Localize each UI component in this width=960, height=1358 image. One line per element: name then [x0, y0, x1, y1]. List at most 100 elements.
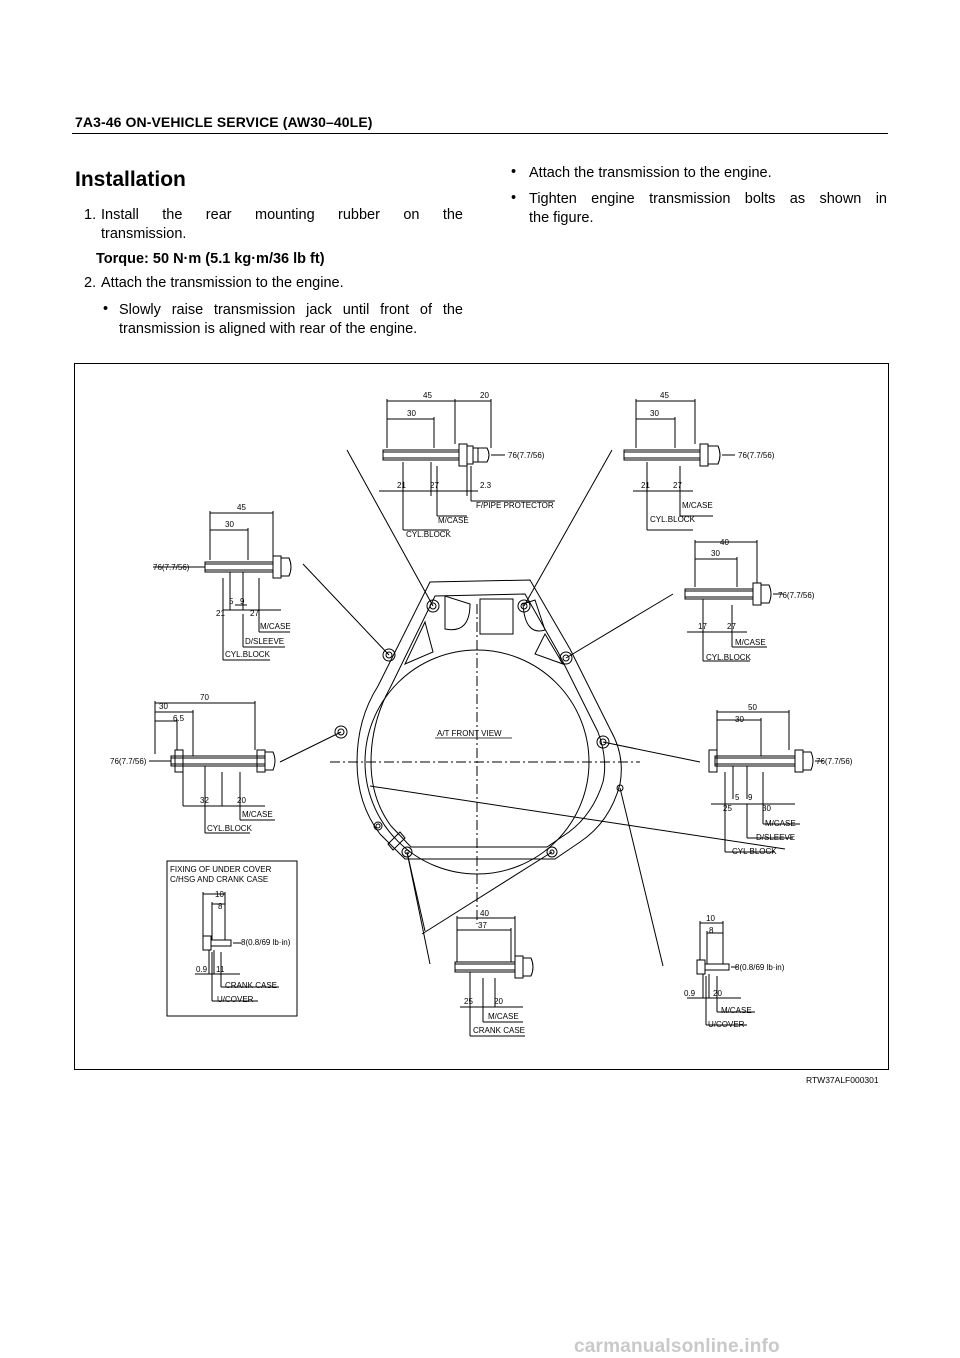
- bolt-hole: [401, 846, 413, 858]
- figure-id: RTW37ALF000301: [806, 1075, 879, 1085]
- inset-title-line2: C/HSG AND CRANK CASE: [170, 875, 268, 884]
- dim-label: 30: [762, 804, 771, 813]
- dim-label: 20: [480, 391, 489, 400]
- part-label: M/CASE: [682, 501, 713, 510]
- page-header: 7A3-46 ON-VEHICLE SERVICE (AW30–40LE): [75, 114, 373, 130]
- torque-label: 8(0.8/69 lb·in): [241, 938, 291, 947]
- bolt-inset: [195, 892, 279, 1002]
- dim-label: 10: [215, 890, 224, 899]
- part-label: M/CASE: [242, 810, 273, 819]
- part-label: M/CASE: [735, 638, 766, 647]
- part-label: CYL.BLOCK: [650, 515, 696, 524]
- dim-label: 70: [200, 693, 209, 702]
- bolt-hole: [616, 784, 624, 792]
- dim-label: 8: [218, 902, 223, 911]
- watermark-text: carmanualsonline.info: [574, 1336, 780, 1357]
- part-label: CRANK CASE: [473, 1026, 525, 1035]
- dim-label: 20: [237, 796, 246, 805]
- part-label: M/CASE: [488, 1012, 519, 1021]
- dim-label: 37: [478, 921, 487, 930]
- dim-label: 5: [735, 793, 740, 802]
- dim-label: 20: [713, 989, 722, 998]
- dim-label: 9: [240, 597, 245, 606]
- dim-label: 30: [650, 409, 659, 418]
- dim-label: 50: [748, 703, 757, 712]
- dim-label: 2.3: [480, 481, 492, 490]
- section-title: Installation: [75, 168, 186, 191]
- center-view-label: A/T FRONT VIEW: [437, 729, 502, 738]
- dim-label: 0.9: [684, 989, 696, 998]
- dim-label: 17: [698, 622, 707, 631]
- bolt-upper-right: [684, 540, 783, 662]
- torque-label: 8(0.8/69 lb·in): [735, 963, 785, 972]
- torque-label: 76(7.7/56): [816, 757, 853, 766]
- part-label: F/PIPE PROTECTOR: [476, 501, 554, 510]
- bolt-hole: [559, 651, 573, 665]
- substep-line1: Slowly raise transmission jack until fro…: [119, 302, 463, 318]
- dim-label: 10: [706, 914, 715, 923]
- dim-label: 25: [464, 997, 473, 1006]
- right-bullet-1: Attach the transmission to the engine.: [529, 165, 772, 181]
- dim-label: 27: [727, 622, 736, 631]
- torque-spec: Torque: 50 N·m (5.1 kg·m/36 lb ft): [96, 251, 325, 267]
- bolt-mid-right: [708, 710, 823, 853]
- part-label: D/SLEEVE: [245, 637, 284, 646]
- dim-label: 45: [423, 391, 432, 400]
- step2-number: 2.: [84, 275, 97, 291]
- dim-label: 25: [723, 804, 732, 813]
- dim-label: 32: [200, 796, 209, 805]
- inset-title-line1: FIXING OF UNDER COVER: [170, 865, 272, 874]
- dim-label: 21: [641, 481, 650, 490]
- dim-label: 27: [250, 609, 259, 618]
- part-label: CYL.BLOCK: [225, 650, 271, 659]
- torque-label: 76(7.7/56): [110, 757, 147, 766]
- bolt-hole: [517, 599, 531, 613]
- right-bullet-2-line2: the figure.: [529, 210, 594, 226]
- part-label: U/COVER: [708, 1020, 745, 1029]
- dim-label: 40: [480, 909, 489, 918]
- bullet-marker: •: [511, 190, 517, 206]
- step2-text: Attach the transmission to the engine.: [101, 275, 344, 291]
- dim-label: 27: [673, 481, 682, 490]
- part-label: CRANK CASE: [225, 981, 277, 990]
- bolt-hole: [373, 821, 383, 831]
- part-label: CYL.BLOCK: [207, 824, 253, 833]
- dim-label: 6.5: [173, 714, 185, 723]
- bolt-bottom-center: [454, 916, 534, 1037]
- bolt-diagram-figure: A/T FRONT VIEW 45 30 20 21 27 2.3 76(7.7…: [74, 363, 889, 1070]
- bolt-top-center: [379, 399, 555, 531]
- dim-label: 8: [709, 926, 714, 935]
- bullet-marker: •: [103, 301, 109, 317]
- dim-label: 0.9: [196, 965, 208, 974]
- dim-label: 30: [735, 715, 744, 724]
- part-label: M/CASE: [438, 516, 469, 525]
- dim-label: 21: [397, 481, 406, 490]
- bolt-top-right: [623, 399, 735, 531]
- bolt-hole: [596, 735, 610, 749]
- dim-label: 5: [229, 597, 234, 606]
- housing-inner: [370, 593, 606, 848]
- right-bullet-2-line1: Tighten engine transmission bolts as sho…: [529, 191, 887, 207]
- housing-outline: [356, 579, 622, 860]
- bolt-hole: [382, 648, 396, 662]
- torque-label: 76(7.7/56): [153, 563, 190, 572]
- substep-line2: transmission is aligned with rear of the…: [119, 321, 418, 337]
- part-label: U/COVER: [217, 995, 254, 1004]
- bolt-hole: [334, 725, 348, 739]
- part-label: M/CASE: [721, 1006, 752, 1015]
- dim-label: 30: [407, 409, 416, 418]
- dim-label: 20: [494, 997, 503, 1006]
- step1-text-line2: transmission.: [101, 226, 187, 242]
- torque-label: 76(7.7/56): [738, 451, 775, 460]
- part-label: CYL.BLOCK: [706, 653, 752, 662]
- bolt-mid-left: [149, 701, 276, 834]
- part-label: M/CASE: [260, 622, 291, 631]
- bolt-hole: [426, 599, 440, 613]
- dim-label: 30: [225, 520, 234, 529]
- dim-label: 45: [237, 503, 246, 512]
- bolt-upper-left: [153, 511, 292, 661]
- dim-label: 27: [430, 481, 439, 490]
- dim-label: 30: [711, 549, 720, 558]
- dim-label: 21: [216, 609, 225, 618]
- dim-label: 9: [748, 793, 753, 802]
